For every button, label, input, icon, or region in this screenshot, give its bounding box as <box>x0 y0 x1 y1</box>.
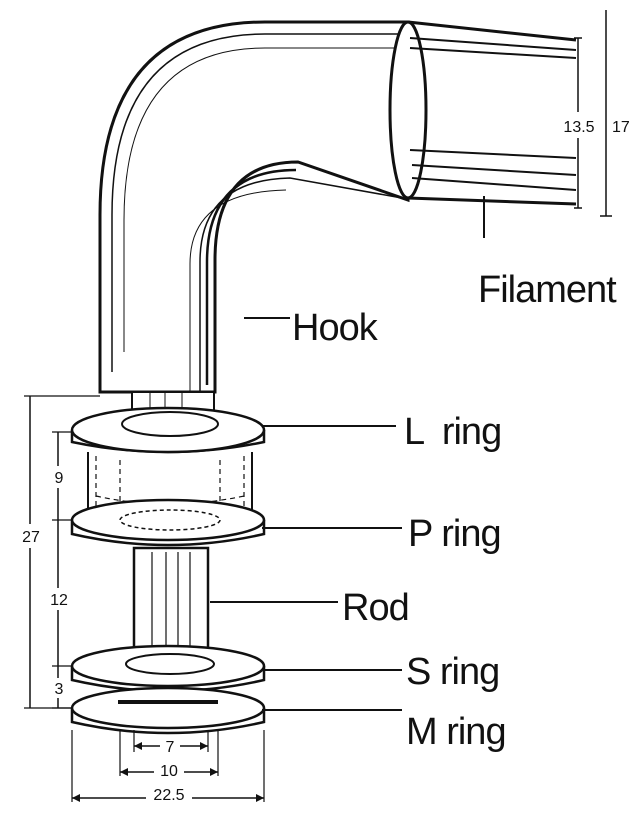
label-rod: Rod <box>342 587 409 629</box>
dim-outer-width: 22.5 <box>153 787 184 804</box>
horizontal-dimensions: 7 10 22.5 <box>71 730 265 804</box>
label-s-ring: S ring <box>406 651 499 693</box>
dim-rod-height: 12 <box>50 592 68 609</box>
vertical-dimensions: 27 9 12 3 <box>14 395 100 709</box>
dim-total-height: 27 <box>22 529 40 546</box>
dim-filament-inner: 13.5 <box>563 119 594 136</box>
s-ring <box>70 644 266 693</box>
dim-inner-width: 7 <box>166 739 175 756</box>
l-ring <box>70 406 266 454</box>
dim-middle-width: 10 <box>160 763 178 780</box>
dim-sm-ring-height: 3 <box>55 681 64 698</box>
label-p-ring: P ring <box>408 513 501 555</box>
label-m-ring: M ring <box>406 711 506 753</box>
filament <box>388 20 577 206</box>
label-l-ring: L ring <box>404 411 501 453</box>
p-ring <box>70 498 266 547</box>
dim-lp-ring-height: 9 <box>55 470 64 487</box>
dim-filament-outer: 17 <box>612 119 630 136</box>
hook <box>98 20 410 394</box>
label-filament: Filament <box>478 269 617 311</box>
m-ring <box>70 686 266 735</box>
filament-dimensions: 13.5 17 <box>556 10 639 217</box>
label-hook: Hook <box>292 307 379 349</box>
